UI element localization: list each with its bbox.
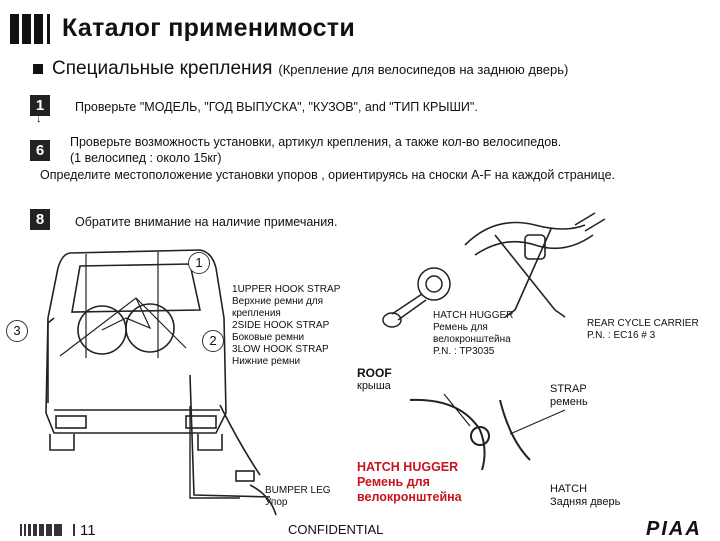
strap-low-num: 3 bbox=[232, 344, 238, 355]
step-number-6: 6 bbox=[30, 140, 50, 161]
strap-upper: 1UPPER HOOK STRAP Верхние ремни для креп… bbox=[232, 284, 342, 320]
hatch-hugger-red-ru: Ремень для велокронштейна bbox=[357, 475, 462, 504]
strap-low-ru: Нижние ремни bbox=[232, 356, 301, 367]
roof-label: ROOF крыша bbox=[357, 367, 392, 393]
hatch-hugger-red-en: HATCH HUGGER bbox=[357, 460, 459, 474]
hatch-hugger-pn: P.N. : TP3035 bbox=[433, 346, 495, 357]
strap-label: STRAP ремень bbox=[550, 383, 588, 409]
bumper-label: BUMPER LEG Упор bbox=[265, 485, 331, 509]
step-number-8: 8 bbox=[30, 209, 50, 230]
strap-low-en: LOW HOOK STRAP bbox=[237, 344, 329, 355]
strap-low: 3LOW HOOK STRAP Нижние ремни bbox=[232, 344, 342, 368]
page-title: Каталог применимости bbox=[62, 14, 356, 42]
van-hatch-detail-illustration bbox=[189, 375, 277, 516]
hatch-hugger-label: HATCH HUGGER Ремень для велокронштейна P… bbox=[433, 310, 543, 358]
hatch-hugger-red-label: HATCH HUGGER Ремень для велокронштейна bbox=[357, 460, 477, 505]
section-subtitle: Специальные крепления (Крепление для вело… bbox=[52, 58, 568, 80]
subtitle-main: Специальные крепления bbox=[52, 58, 273, 79]
step-1-text: Проверьте "МОДЕЛЬ, "ГОД ВЫПУСКА", "КУЗОВ… bbox=[75, 100, 478, 114]
confidential-label: CONFIDENTIAL bbox=[288, 522, 384, 537]
strap-side-en: SIDE HOOK STRAP bbox=[237, 320, 330, 331]
strap-side-ru: Боковые ремни bbox=[232, 332, 305, 343]
strap-side: 2SIDE HOOK STRAP Боковые ремни bbox=[232, 320, 342, 344]
carrier-pn: P.N. : EC16 # 3 bbox=[587, 330, 656, 341]
strap-ru: ремень bbox=[550, 396, 588, 408]
roof-en: ROOF bbox=[357, 366, 392, 380]
piaa-logo: PIAA bbox=[646, 518, 702, 540]
bullet-square-icon bbox=[33, 64, 43, 74]
carrier-en: REAR CYCLE CARRIER bbox=[587, 318, 699, 329]
roof-strap-cross-section bbox=[409, 393, 566, 470]
roof-ru: крыша bbox=[357, 380, 391, 392]
bumper-en: BUMPER LEG bbox=[265, 485, 331, 496]
hatch-ru: Задняя дверь bbox=[550, 496, 621, 508]
van-rear-illustration bbox=[45, 249, 240, 499]
bumper-ru: Упор bbox=[265, 497, 288, 508]
callout-2: 2 bbox=[202, 330, 224, 352]
page-number: 11 bbox=[80, 522, 96, 539]
step-8-text: Обратите внимание на наличие примечания. bbox=[75, 215, 338, 229]
strap-en: STRAP bbox=[550, 383, 587, 395]
hatch-en: HATCH bbox=[550, 483, 588, 495]
hatch-label: HATCH Задняя дверь bbox=[550, 483, 620, 509]
step-6-line2: (1 велосипед : около 15кг) bbox=[70, 151, 222, 165]
strap-upper-en: UPPER HOOK STRAP bbox=[237, 284, 341, 295]
rear-cycle-carrier-illustration bbox=[464, 212, 606, 318]
strap-upper-num: 1 bbox=[232, 284, 238, 295]
step-6-line1: Проверьте возможность установки, артикул… bbox=[70, 135, 562, 149]
hatch-hugger-ru: Ремень для велокронштейна bbox=[433, 322, 511, 345]
hatch-hugger-part-illustration bbox=[382, 267, 451, 328]
callout-3: 3 bbox=[6, 320, 28, 342]
strap-upper-ru: Верхние ремни для крепления bbox=[232, 296, 324, 319]
step-1-arrow-icon: ↓ bbox=[36, 113, 42, 125]
step-number-1: 1 bbox=[30, 95, 50, 116]
hatch-hugger-en: HATCH HUGGER bbox=[433, 310, 514, 321]
strap-side-num: 2 bbox=[232, 320, 238, 331]
callout-1: 1 bbox=[188, 252, 210, 274]
carrier-label: REAR CYCLE CARRIER P.N. : EC16 # 3 bbox=[587, 318, 699, 342]
subtitle-note: (Крепление для велосипедов на заднюю две… bbox=[278, 62, 569, 77]
step-6-line3: Определите местоположение установки упор… bbox=[40, 168, 616, 182]
strap-list: 1UPPER HOOK STRAP Верхние ремни для креп… bbox=[232, 284, 342, 368]
